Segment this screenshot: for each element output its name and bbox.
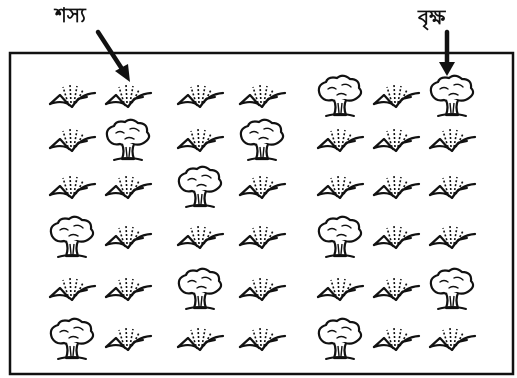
crop-icon xyxy=(374,129,419,151)
crop-icon xyxy=(240,278,285,300)
crop-icon xyxy=(318,129,363,151)
crop-icon xyxy=(50,129,95,151)
crop-icon xyxy=(106,278,151,300)
crop-icon xyxy=(106,226,151,248)
crop-icon xyxy=(240,226,285,248)
crop-icon xyxy=(240,176,285,198)
crop-icon xyxy=(374,328,419,350)
crop-icon xyxy=(50,85,95,107)
crop-icon xyxy=(240,328,285,350)
tree-icon xyxy=(107,120,149,160)
tree-icon xyxy=(319,76,361,116)
tree-label: বৃক্ষ xyxy=(417,5,446,30)
crop-icon xyxy=(50,176,95,198)
tree-icon xyxy=(319,217,361,257)
crop-arrow xyxy=(98,32,130,82)
crop-icon xyxy=(374,226,419,248)
tree-icon xyxy=(179,269,221,309)
crop-icon xyxy=(50,278,95,300)
crop-icon xyxy=(430,176,475,198)
crop-icon xyxy=(178,85,223,107)
tree-icon xyxy=(51,319,93,359)
plant-grid xyxy=(50,76,475,359)
crop-icon xyxy=(240,85,285,107)
crop-icon xyxy=(178,226,223,248)
crop-icon xyxy=(430,226,475,248)
crop-label: শস্য xyxy=(53,3,87,27)
tree-icon xyxy=(319,319,361,359)
crop-icon xyxy=(374,176,419,198)
crop-icon xyxy=(318,176,363,198)
crop-icon xyxy=(374,278,419,300)
crop-icon xyxy=(106,176,151,198)
crop-icon xyxy=(430,129,475,151)
tree-icon xyxy=(241,120,283,160)
tree-icon xyxy=(431,76,473,116)
crop-icon xyxy=(178,328,223,350)
crop-icon xyxy=(374,85,419,107)
crop-icon xyxy=(106,85,151,107)
crop-icon xyxy=(318,278,363,300)
crop-icon xyxy=(430,328,475,350)
crop-icon xyxy=(178,129,223,151)
tree-icon xyxy=(179,167,221,207)
crop-icon xyxy=(106,328,151,350)
tree-icon xyxy=(51,217,93,257)
tree-icon xyxy=(431,269,473,309)
